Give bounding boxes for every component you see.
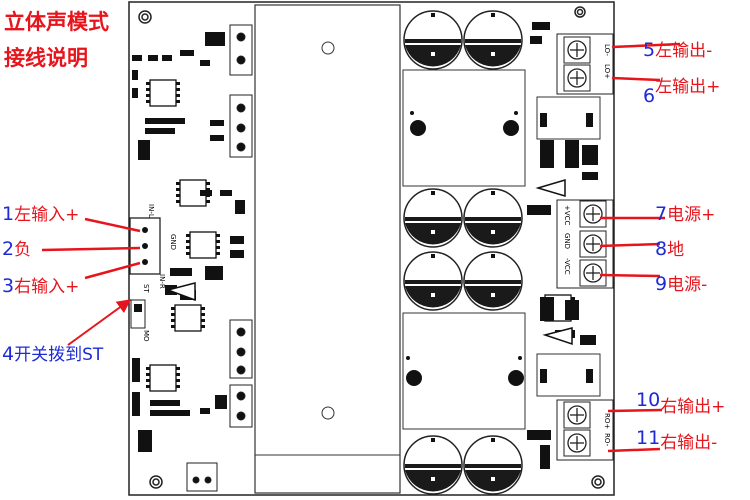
heatsink	[254, 4, 401, 494]
silk-in-r: IN-R	[158, 274, 166, 289]
callout-6-text: 左输出+	[655, 77, 721, 97]
silk-nvcc: -VCC	[563, 258, 571, 275]
callout-4-text: 开关拨到ST	[14, 345, 104, 365]
silk-lo-minus: LO-	[603, 44, 611, 56]
callout-4: 4开关拨到ST	[2, 340, 103, 365]
silk-gnd: GND	[563, 233, 571, 250]
callout-11: 11右输出-	[636, 427, 718, 453]
callout-10: 10右输出+	[636, 389, 726, 417]
silk-mo: MO	[142, 330, 150, 342]
callout-8: 8地	[655, 235, 684, 260]
silk-ro-plus: RO+	[603, 413, 611, 430]
mounting-holes	[138, 6, 605, 489]
mode-switch	[130, 299, 146, 329]
callout-7: 7电源+	[655, 200, 715, 225]
resistor-block-bottom	[536, 353, 601, 397]
silk-ro-minus: RO-	[603, 433, 611, 447]
callout-5-text: 左输出-	[655, 41, 713, 61]
callout-1-text: 左输入+	[14, 205, 80, 225]
callout-11-num: 11	[636, 427, 661, 449]
silk-gnd-in: GND	[169, 234, 177, 251]
page-subtitle: 接线说明	[4, 46, 88, 70]
callout-2: 2负	[2, 235, 31, 260]
small-terminals	[186, 24, 253, 492]
callout-1-num: 1	[2, 203, 15, 225]
callout-7-text: 电源+	[667, 205, 716, 225]
callout-8-text: 地	[667, 240, 685, 260]
silk-pvcc: +VCC	[563, 205, 571, 226]
callout-10-text: 右输出+	[660, 397, 726, 417]
callout-2-text: 负	[14, 240, 32, 260]
callout-2-num: 2	[2, 238, 15, 260]
power-transistor-top	[402, 69, 526, 187]
callout-9-text: 电源-	[667, 275, 708, 295]
callout-4-num: 4	[2, 343, 15, 365]
callout-9-num: 9	[655, 273, 668, 295]
input-connector	[129, 217, 161, 275]
callout-5: 5左输出-	[643, 36, 712, 61]
output-terminal-left	[556, 33, 614, 95]
regulators	[165, 178, 573, 346]
callout-3-text: 右输入+	[14, 277, 80, 297]
callout-6: 6左输出+	[643, 72, 721, 107]
page-title: 立体声模式	[4, 10, 109, 34]
callout-6-num: 6	[643, 85, 656, 107]
callout-5-num: 5	[643, 39, 656, 61]
callout-7-num: 7	[655, 203, 668, 225]
resistor-block-top	[536, 96, 601, 140]
callout-1: 1左输入+	[2, 200, 79, 225]
callout-8-num: 8	[655, 238, 668, 260]
callout-10-num: 10	[636, 389, 661, 411]
callout-9: 9电源-	[655, 270, 707, 295]
callout-3: 3右输入+	[2, 272, 79, 297]
power-transistor-bottom	[402, 312, 526, 430]
silk-in-l: IN-L	[147, 204, 155, 218]
output-terminal-right	[556, 399, 614, 461]
silk-st: ST	[142, 284, 150, 293]
silk-lo-plus: LO+	[603, 64, 611, 80]
callout-11-text: 右输出-	[660, 433, 718, 453]
callout-3-num: 3	[2, 275, 15, 297]
